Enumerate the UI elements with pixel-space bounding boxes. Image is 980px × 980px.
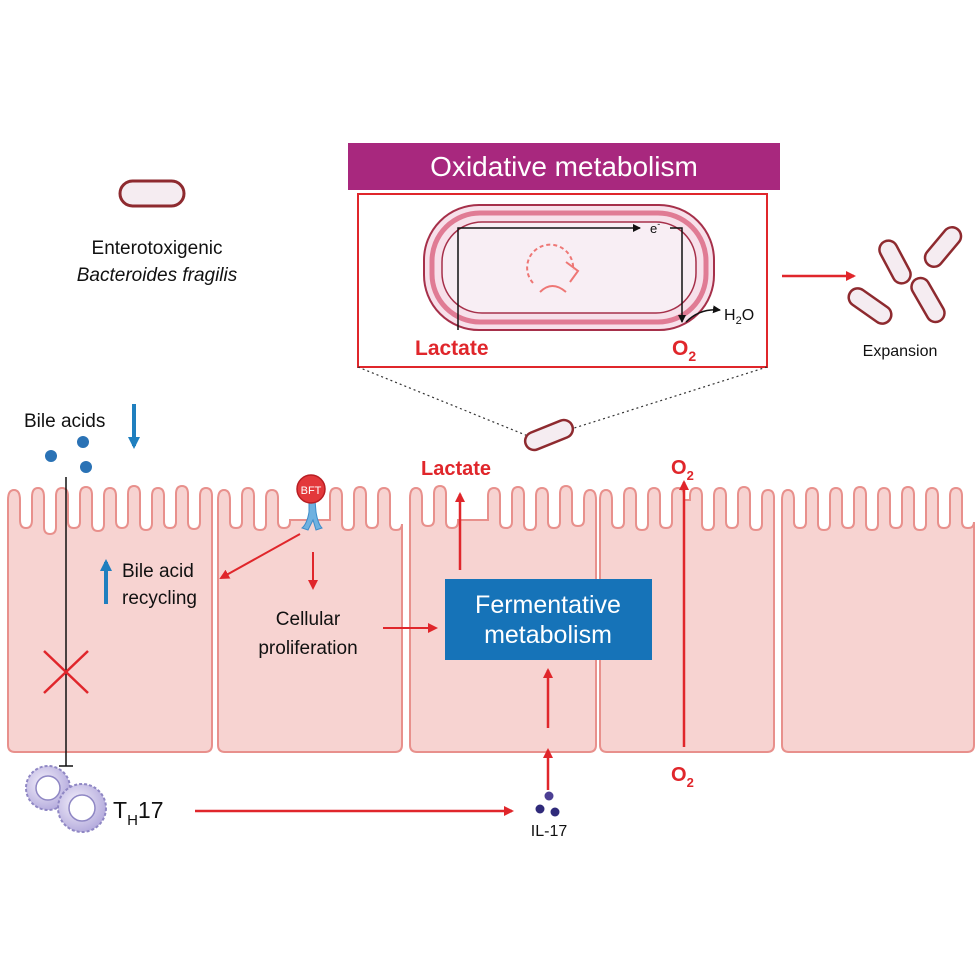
oxidative-metabolism-header	[348, 143, 780, 190]
epithelial-cell-5	[781, 485, 975, 753]
bft-to-bile-recycling-arrow	[219, 533, 301, 579]
electron-path-left	[457, 224, 641, 330]
legend-bacterium	[118, 179, 186, 208]
th17-label: TH17	[113, 797, 164, 829]
epithelial-cell-1	[7, 484, 213, 753]
expanded-bacterium-4	[910, 276, 946, 324]
organism-name-line2: Bacteroides fragilis	[77, 265, 238, 286]
epithelial-cell-4	[599, 485, 775, 753]
electron-label: e-	[650, 219, 660, 236]
organism-name-line1: Enterotoxigenic	[92, 238, 223, 259]
il17-label: IL-17	[531, 823, 568, 840]
expanded-bacterium-3	[847, 287, 893, 325]
tissue-o2-label: O2	[671, 764, 694, 790]
lumen-lactate-label: Lactate	[421, 458, 491, 480]
fermentative-line1: Fermentative	[475, 591, 621, 619]
expansion-label: Expansion	[863, 343, 938, 360]
lumen-o2-label: O2	[671, 457, 694, 483]
il17-dot-2	[535, 804, 545, 814]
inset-bacterium-inner	[441, 221, 697, 314]
oxidative-metabolism-title: Oxidative metabolism	[430, 151, 698, 182]
fermentative-metabolism-box	[445, 579, 652, 660]
il17-dot-3	[550, 807, 560, 817]
electron-path-right	[670, 227, 686, 323]
expanded-bacteria	[847, 226, 963, 325]
bft-stem	[300, 499, 323, 531]
bile-acid-dot-2	[45, 450, 57, 462]
inset-lactate-label: Lactate	[415, 337, 489, 360]
th17-cells-icon	[25, 765, 107, 833]
small-bacterium	[523, 418, 575, 452]
blocked-cross-icon	[43, 650, 89, 694]
bft-label: BFT	[301, 485, 322, 497]
zoom-line-right	[567, 366, 768, 431]
expanded-bacterium-1	[878, 239, 912, 285]
zoom-line-left	[357, 366, 529, 437]
il17-dot-1	[544, 791, 554, 801]
expanded-bacterium-2	[923, 226, 963, 268]
bile-acid-dot-3	[80, 461, 92, 473]
proliferation-line2: proliferation	[258, 638, 357, 659]
water-arrow	[685, 305, 721, 323]
inset-o2-label: O2	[672, 337, 696, 364]
metabolic-cycle-icon	[526, 243, 580, 293]
water-label: H2O	[724, 307, 754, 327]
fermentative-line2: metabolism	[484, 621, 612, 649]
bile-recycling-line1: Bile acid	[122, 561, 194, 582]
inset-bacterium-membrane	[429, 210, 709, 325]
bile-recycling-line2: recycling	[122, 588, 197, 609]
bft-toxin-icon	[296, 474, 326, 504]
bile-acids-label: Bile acids	[24, 411, 105, 432]
proliferation-line1: Cellular	[276, 609, 341, 630]
bile-acid-dot-1	[77, 436, 89, 448]
